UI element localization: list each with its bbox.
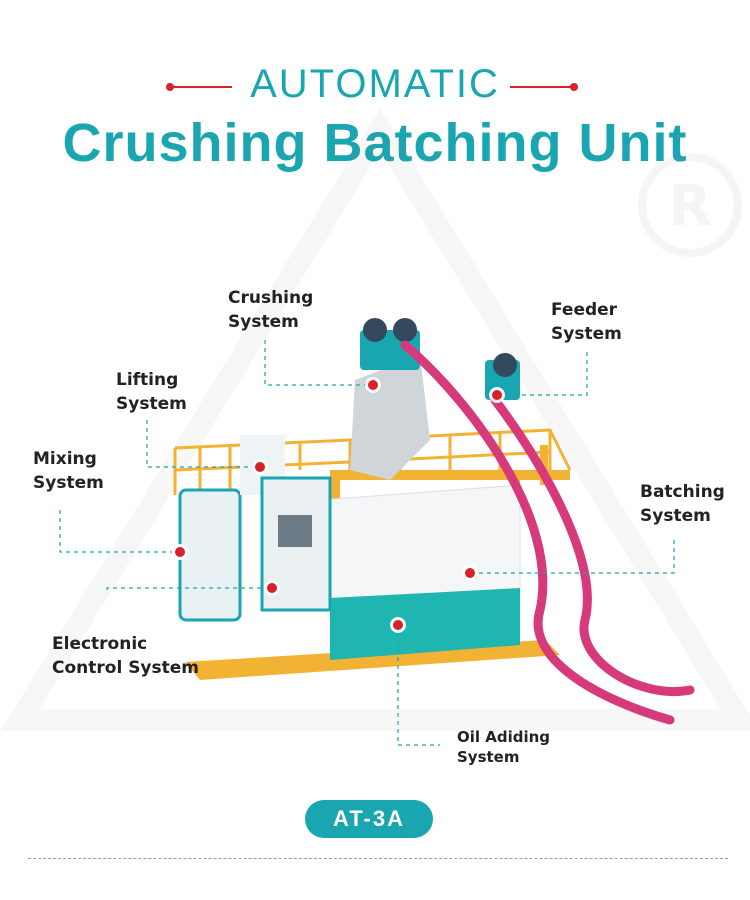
callout-oil: Oil Adiding System xyxy=(457,727,550,767)
header-right-line xyxy=(510,83,578,91)
callout-markers xyxy=(172,377,505,633)
callout-crushing-line2: System xyxy=(228,312,299,332)
callout-electronic-line2: Control System xyxy=(52,658,200,678)
model-badge: AT-3A xyxy=(305,800,433,838)
callout-lifting-line2: System xyxy=(116,394,187,414)
callout-mixing: Mixing System xyxy=(33,447,104,495)
batching-marker xyxy=(462,565,478,581)
triangle-watermark xyxy=(0,108,750,731)
main-body xyxy=(319,484,521,601)
callout-crushing-line1: Crushing xyxy=(228,288,314,308)
lifting-marker xyxy=(252,459,268,475)
callout-feeder-line2: System xyxy=(551,324,622,344)
callout-lifting: Lifting System xyxy=(116,368,187,416)
header-left-line xyxy=(166,83,232,91)
callout-mixing-line1: Mixing xyxy=(33,449,97,469)
callout-lines xyxy=(59,340,675,746)
oil-marker xyxy=(390,617,406,633)
callout-mixing-line2: System xyxy=(33,473,104,493)
callout-oil-line1: Oil Adiding xyxy=(457,728,551,746)
callout-batching: Batching System xyxy=(640,480,725,528)
conveyor-tubes xyxy=(400,340,695,725)
crushing-tower xyxy=(350,318,430,480)
page-title: Crushing Batching Unit xyxy=(62,113,688,173)
mixing-marker xyxy=(172,544,188,560)
oil-trough xyxy=(330,588,520,660)
callout-crushing: Crushing System xyxy=(228,286,313,334)
page-subtitle: AUTOMATIC xyxy=(250,62,500,106)
registered-watermark: R xyxy=(638,153,742,257)
callout-electronic-line1: Electronic xyxy=(52,634,148,654)
header-left-dot xyxy=(166,83,174,91)
header-right-dot xyxy=(570,83,578,91)
svg-text:R: R xyxy=(668,174,711,239)
callout-feeder-line1: Feeder xyxy=(551,300,618,320)
bottom-divider xyxy=(28,858,728,859)
callout-batching-line2: System xyxy=(640,506,711,526)
crushing-marker xyxy=(365,377,381,393)
callout-batching-line1: Batching xyxy=(640,482,725,502)
callout-oil-line2: System xyxy=(457,748,520,766)
callout-electronic: Electronic Control System xyxy=(52,632,199,680)
feeder-marker xyxy=(489,387,505,403)
callout-lifting-line1: Lifting xyxy=(116,370,179,390)
callout-feeder: Feeder System xyxy=(551,298,622,346)
electronic-marker xyxy=(264,580,280,596)
